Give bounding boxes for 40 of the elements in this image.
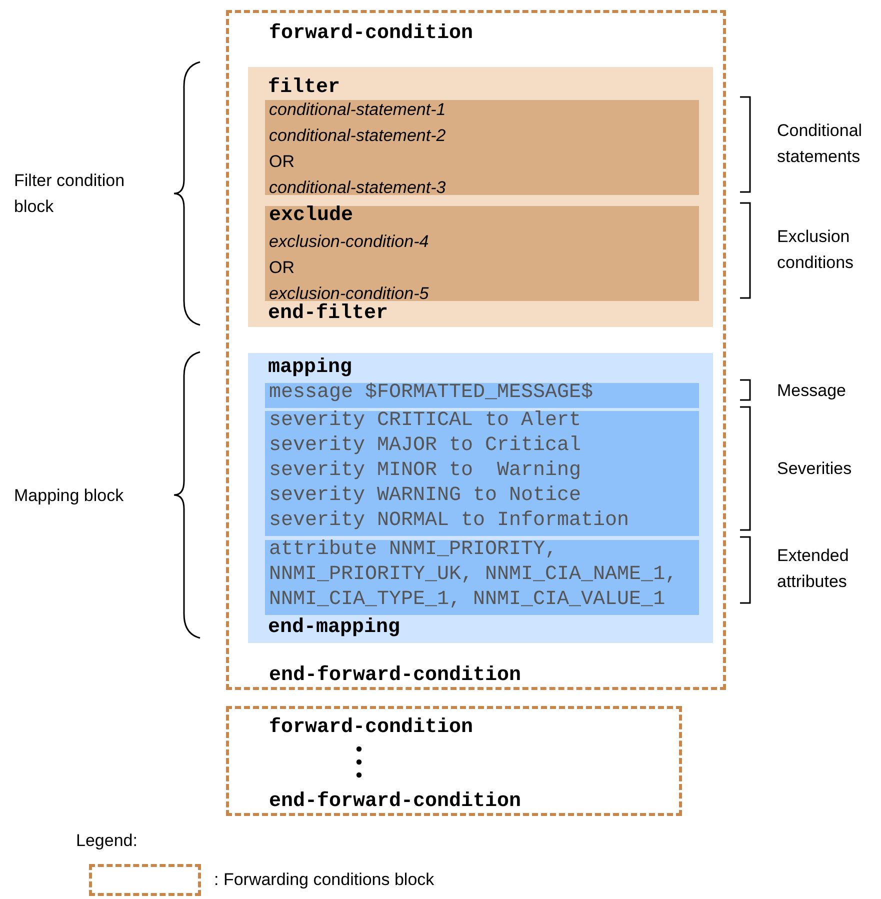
exclusion-box [265,206,699,301]
bracket-label: Mapping block [14,485,125,507]
condition-text: exclusion-condition-5 [268,283,429,303]
code-keyword: end-filter [268,301,388,327]
code-keyword: forward-condition [269,715,474,741]
severity-box [265,411,699,536]
code-keyword: forward-condition [269,21,474,47]
condition-text: conditional-statement-1 [268,99,446,121]
code-keyword: exclude [268,203,354,229]
code-keyword: end-forward-condition [269,663,522,689]
legend-heading: Legend: [76,830,138,852]
bracket-label: Exclusion conditions [777,226,855,274]
code-line: severity MINOR to Warning [268,458,582,483]
condition-text: conditional-statement-2 [268,125,446,147]
legend-text: : Forwarding conditions block [214,869,434,891]
mapping-block [248,353,713,643]
bracket-label: Severities [777,458,853,480]
code-keyword: mapping [268,355,352,381]
condition-text: conditional-statement-3 [268,177,446,199]
bracket-label: Message [777,380,847,402]
forwarding-block [226,10,726,690]
code-line: severity NORMAL to Information [268,508,630,533]
operator-text: OR [268,151,294,173]
code-keyword: end-forward-condition [269,789,522,815]
code-keyword: end-mapping [268,615,400,641]
code-line: message $FORMATTED_MESSAGE$ [268,380,594,405]
filter-block [248,67,713,327]
code-line: attribute NNMI_PRIORITY, NNMI_PRIORITY_UK, NNMI_CIA_NAME_1, NNMI_CIA_TYPE_1, NNMI_CIA_VALUE_1 [268,537,678,612]
bracket-label: Conditional statements [777,120,864,168]
code-line: severity MAJOR to Critical [268,433,582,458]
forwarding-block [226,706,682,816]
code-line: severity WARNING to Notice [268,483,582,508]
conditional-box [265,100,699,195]
message-box [265,383,699,408]
condition-text: exclusion-condition-4 [268,231,429,253]
bracket-label: Extended attributes [777,545,850,593]
code-keyword: filter [268,75,340,101]
operator-text: OR [268,257,294,279]
code-line: severity CRITICAL to Alert [268,408,582,433]
bracket-label: Filter condition block [14,170,126,218]
